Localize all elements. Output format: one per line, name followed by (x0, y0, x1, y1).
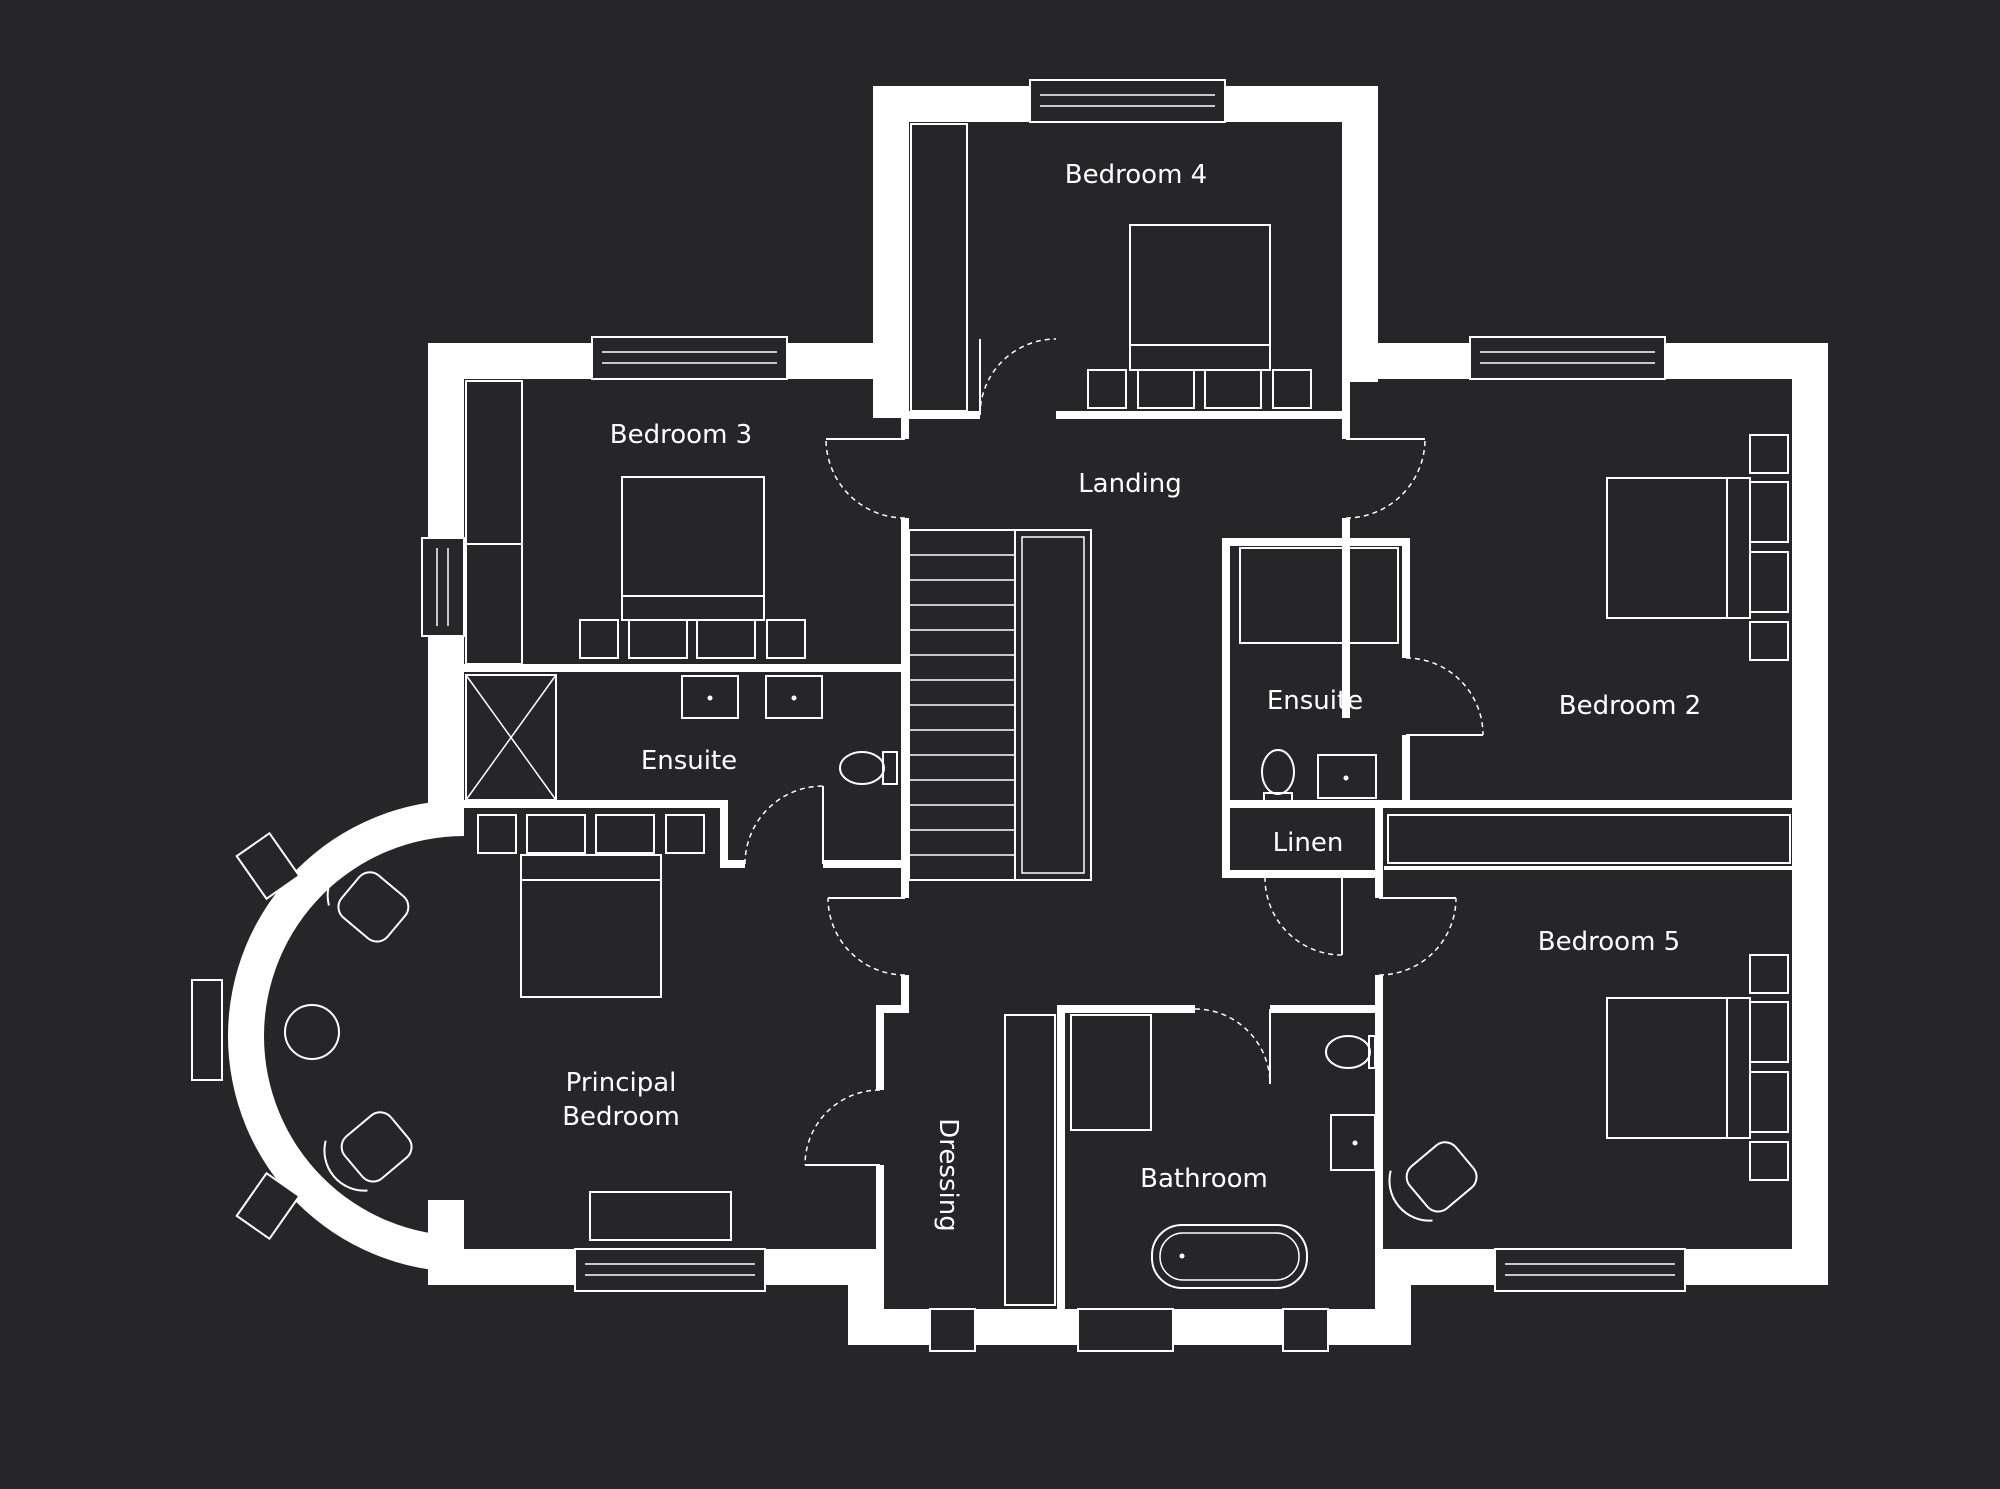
label-bedroom-2: Bedroom 2 (1559, 691, 1701, 721)
doors (744, 338, 1484, 1166)
label-ensuite-right: Ensuite (1267, 686, 1363, 716)
label-landing: Landing (1078, 469, 1182, 499)
chairs (284, 854, 1478, 1222)
beds (477, 224, 1789, 1241)
label-linen: Linen (1273, 828, 1344, 858)
label-principal-line2: Bedroom (562, 1102, 680, 1132)
label-principal-line1: Principal (566, 1068, 677, 1098)
label-bathroom: Bathroom (1140, 1164, 1268, 1194)
bay-window (191, 800, 464, 1272)
label-bedroom-5: Bedroom 5 (1538, 927, 1680, 957)
windows (421, 79, 1686, 1352)
label-ensuite-left: Ensuite (641, 746, 737, 776)
interior-walls (464, 379, 1792, 1309)
label-bedroom-3: Bedroom 3 (610, 420, 752, 450)
label-bedroom-4: Bedroom 4 (1065, 160, 1207, 190)
room-labels: Bedroom 4 Bedroom 3 Landing Bedroom 2 En… (562, 160, 1701, 1232)
wardrobes (465, 123, 1791, 1306)
label-dressing: Dressing (933, 1118, 963, 1231)
staircase (908, 529, 1092, 881)
sanitary-fixtures (681, 675, 1377, 1289)
